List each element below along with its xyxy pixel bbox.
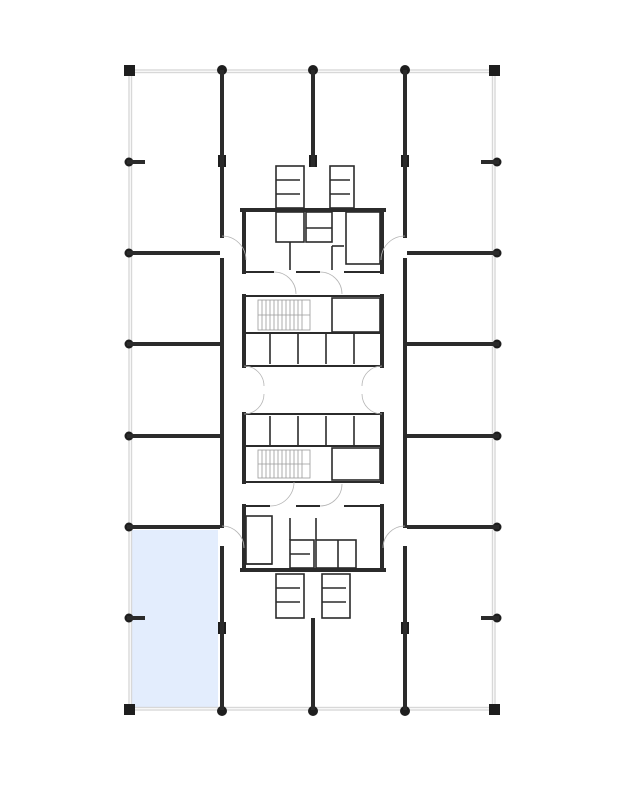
selected-office-unit[interactable] xyxy=(132,530,218,708)
core-lower xyxy=(240,504,386,572)
left-office-partitions xyxy=(127,251,220,529)
core-stair-upper xyxy=(242,294,384,368)
bottom-shaft-block xyxy=(275,573,351,619)
core-stair-lower xyxy=(242,412,384,484)
top-shaft-block xyxy=(275,165,355,209)
right-office-partitions xyxy=(407,251,499,529)
corridor-walls xyxy=(220,70,407,710)
column-stubs xyxy=(127,160,499,620)
core-upper xyxy=(240,208,386,274)
door-swings xyxy=(221,235,406,549)
